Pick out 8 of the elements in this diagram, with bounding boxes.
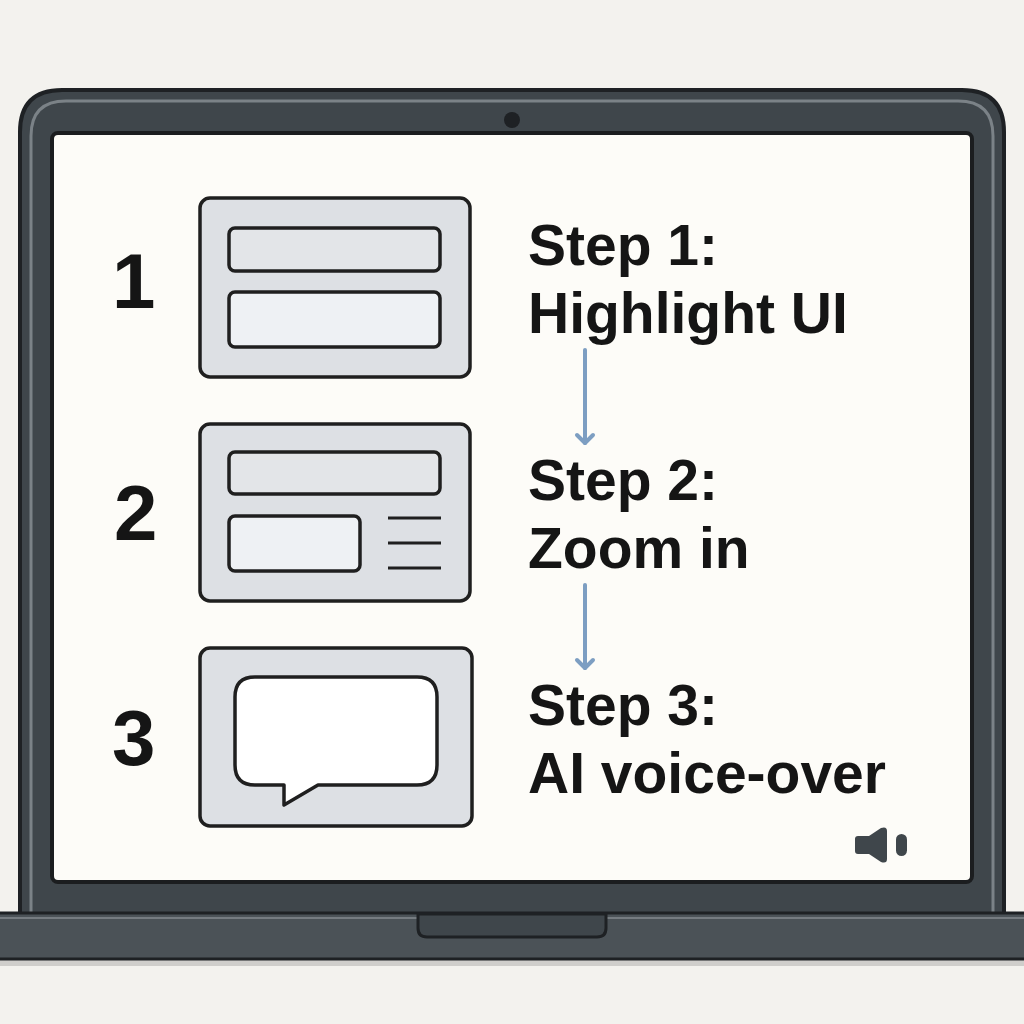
step-number: 3	[112, 699, 156, 777]
step-text: Step 1: Highlight UI	[528, 211, 848, 347]
arrow	[575, 348, 595, 445]
step-number: 1	[112, 242, 156, 320]
step-number: 2	[114, 474, 158, 552]
step-text: Step 3: AI voice-over	[528, 671, 886, 807]
step-text: Step 2: Zoom in	[528, 446, 750, 582]
arrow	[575, 583, 595, 670]
